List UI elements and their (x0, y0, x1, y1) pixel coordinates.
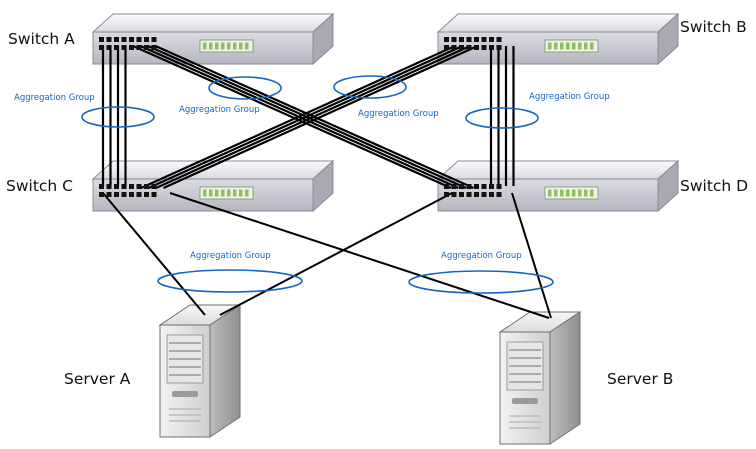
switch-b-port (466, 37, 472, 42)
switch-d-port (451, 184, 457, 189)
switch-d-port (459, 192, 464, 197)
switch-a-port (151, 45, 157, 50)
aggregation-group-ellipse-2 (208, 76, 282, 100)
switch-b-port (496, 37, 502, 42)
server-a-icon (158, 304, 242, 438)
switch-d-port (481, 184, 487, 189)
link-switch-c-to-server-a (102, 192, 206, 316)
link-switch-b-to-switch-c (155, 44, 471, 190)
switch-c-port (121, 192, 127, 197)
link-switch-b-to-switch-c (140, 44, 456, 190)
switch-c-port (129, 184, 134, 189)
switch-d-port (466, 192, 472, 197)
switch-c-port (151, 192, 157, 197)
switch-c-port (114, 192, 119, 197)
switch-c-port (114, 184, 119, 189)
switch-c-port (106, 184, 112, 189)
switch-c-port (106, 192, 112, 197)
link-switch-c-to-server-b (169, 192, 550, 319)
link-switch-d-to-server-b (511, 192, 552, 319)
switch-a-port (144, 37, 149, 42)
switch-a-port (129, 45, 134, 50)
links-group (101, 44, 552, 319)
switch-b-port (451, 45, 457, 50)
switch-a-port (121, 45, 127, 50)
switch-b-port (466, 45, 472, 50)
server-b-icon (498, 311, 582, 445)
switch-c-port (136, 192, 142, 197)
server-b-label: Server B (607, 370, 673, 388)
aggregation-group-label-4: Aggregation Group (529, 92, 610, 102)
switch-c-port (136, 184, 142, 189)
switch-d-port (444, 192, 449, 197)
switch-c-icon (91, 159, 335, 213)
aggregation-group-label-6: Aggregation Group (441, 251, 522, 261)
ports-group (99, 37, 502, 197)
switch-c-port (144, 184, 149, 189)
switch-c-port (129, 192, 134, 197)
switch-a-port (99, 45, 104, 50)
switch-b-port (489, 45, 494, 50)
aggregation-group-ellipse-4 (465, 107, 539, 129)
switch-d-port (489, 192, 494, 197)
aggregation-group-ellipse-3 (333, 75, 407, 99)
aggregation-group-label-5: Aggregation Group (190, 251, 271, 261)
switch-d-port (489, 184, 494, 189)
switch-a-port (106, 37, 112, 42)
switch-d-port (474, 184, 479, 189)
aggregation-group-label-1: Aggregation Group (14, 93, 95, 103)
switch-a-port (129, 37, 134, 42)
switch-c-port (121, 184, 127, 189)
switch-c-port (99, 192, 104, 197)
link-switch-b-to-switch-c (148, 44, 463, 190)
switch-a-label: Switch A (8, 30, 75, 48)
switch-b-port (459, 37, 464, 42)
switch-c-port (99, 184, 104, 189)
switch-a-port (144, 45, 149, 50)
aggregation-group-label-2: Aggregation Group (179, 105, 260, 115)
switch-b-port (444, 37, 449, 42)
switch-b-port (474, 37, 479, 42)
switch-b-port (444, 45, 449, 50)
switch-c-port (151, 184, 157, 189)
aggregation-group-label-3: Aggregation Group (358, 109, 439, 119)
switch-a-port (151, 37, 157, 42)
aggregation-group-ellipse-1 (81, 106, 155, 128)
switch-b-port (459, 45, 464, 50)
aggregation-group-ellipse-6 (408, 270, 554, 294)
switch-b-port (451, 37, 457, 42)
switch-d-port (444, 184, 449, 189)
switch-d-port (481, 192, 487, 197)
switch-b-port (481, 45, 487, 50)
link-switch-d-to-server-a (219, 192, 453, 316)
switch-b-label: Switch B (680, 18, 747, 36)
switch-a-port (114, 45, 119, 50)
switch-c-port (144, 192, 149, 197)
switch-b-icon (436, 12, 680, 66)
switch-d-port (466, 184, 472, 189)
switch-b-port (489, 37, 494, 42)
switch-d-port (474, 192, 479, 197)
switch-a-port (106, 45, 112, 50)
switch-b-port (481, 37, 487, 42)
aggregation-group-ellipse-5 (157, 269, 303, 293)
switch-d-port (496, 192, 502, 197)
switch-b-port (496, 45, 502, 50)
switch-d-label: Switch D (680, 177, 748, 195)
switch-a-port (114, 37, 119, 42)
switch-a-port (136, 45, 142, 50)
link-switch-a-to-switch-d (132, 44, 452, 190)
switch-c-label: Switch C (6, 177, 73, 195)
switch-d-port (459, 184, 464, 189)
switch-d-port (496, 184, 502, 189)
switch-b-port (474, 45, 479, 50)
link-switch-b-to-switch-c (163, 44, 478, 190)
server-a-label: Server A (64, 370, 131, 388)
switch-a-port (121, 37, 127, 42)
switch-a-port (99, 37, 104, 42)
switch-d-port (451, 192, 457, 197)
switch-a-port (136, 37, 142, 42)
